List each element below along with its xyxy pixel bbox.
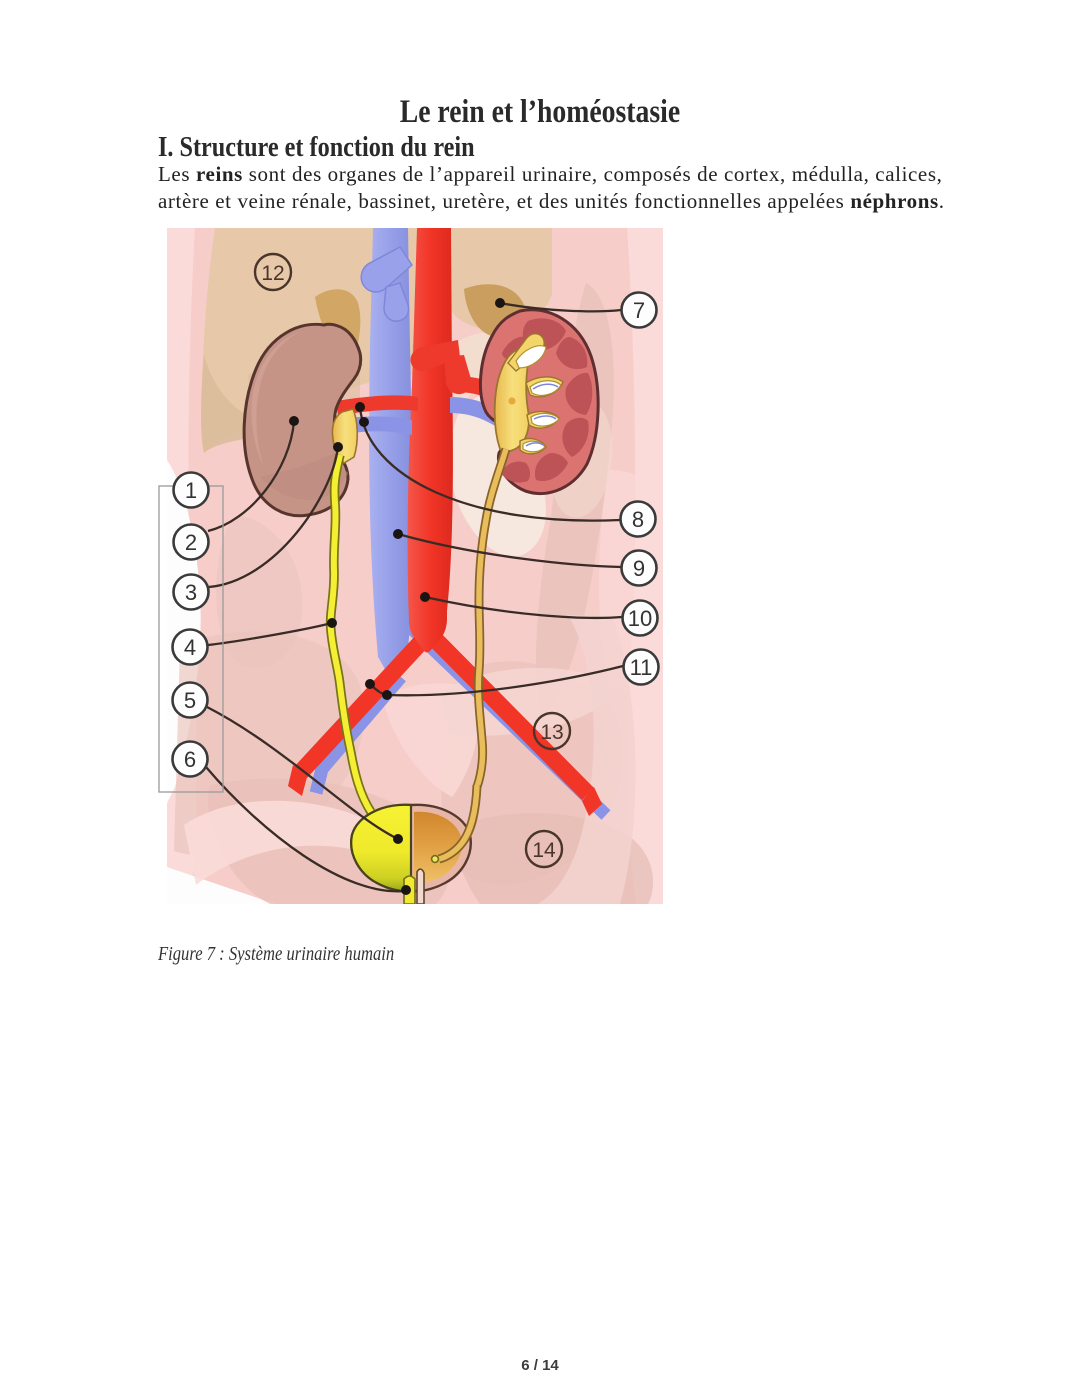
svg-text:12: 12 <box>261 262 284 285</box>
svg-text:13: 13 <box>540 721 563 744</box>
svg-text:4: 4 <box>184 635 196 660</box>
svg-text:8: 8 <box>632 507 644 532</box>
svg-text:2: 2 <box>185 530 197 555</box>
svg-text:5: 5 <box>184 688 196 713</box>
svg-text:3: 3 <box>185 580 197 605</box>
svg-text:11: 11 <box>630 655 653 680</box>
svg-text:7: 7 <box>633 298 645 323</box>
svg-text:14: 14 <box>532 839 556 862</box>
svg-text:1: 1 <box>185 478 197 503</box>
svg-text:9: 9 <box>633 556 645 581</box>
svg-text:6: 6 <box>184 747 196 772</box>
svg-text:10: 10 <box>628 606 652 631</box>
